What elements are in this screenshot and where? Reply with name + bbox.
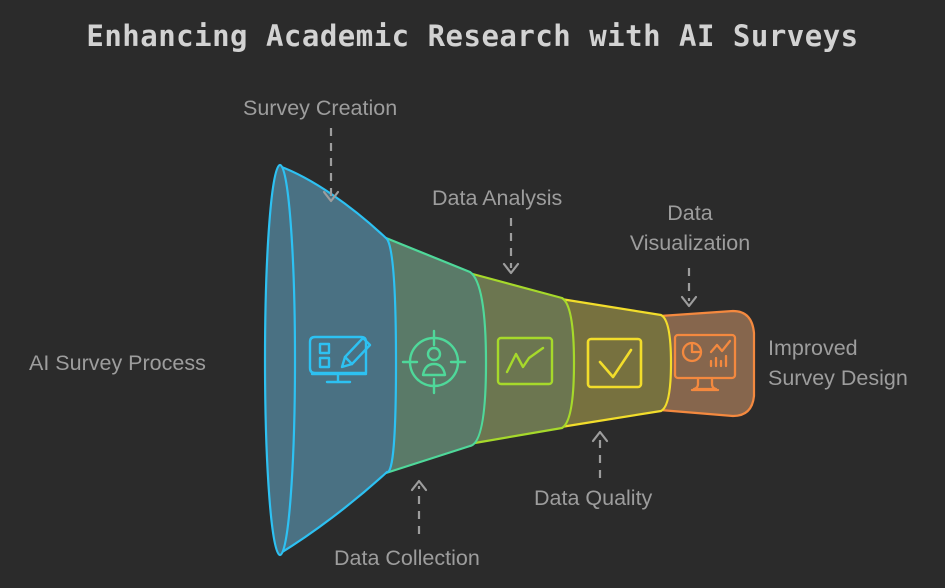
- funnel-segment-data-analysis: [467, 271, 576, 446]
- stage-label-data-collection: Data Collection: [334, 546, 480, 570]
- connector-survey-creation: [322, 128, 340, 203]
- target-person-icon: [401, 329, 467, 395]
- line-chart-icon: [496, 336, 554, 386]
- funnel-output-label-line2: Survey Design: [768, 366, 908, 390]
- funnel-segment-survey-creation: [263, 163, 398, 557]
- stage-label-data-quality: Data Quality: [534, 486, 653, 510]
- page-title: Enhancing Academic Research with AI Surv…: [86, 19, 859, 53]
- connector-data-analysis: [502, 218, 520, 275]
- dashboard-monitor-icon: [673, 333, 737, 392]
- funnel-segment-data-visualization: [658, 309, 756, 418]
- funnel-segment-data-quality: [559, 297, 673, 429]
- connector-data-visualization: [680, 268, 698, 308]
- stage-label-survey-creation: Survey Creation: [243, 96, 398, 120]
- stage-label-data-visualization: Data Visualization: [617, 198, 763, 258]
- stage-label-data-analysis: Data Analysis: [432, 186, 563, 210]
- stage-label-data-visualization-line2: Visualization: [629, 231, 751, 255]
- connector-data-quality: [591, 430, 609, 478]
- stage-label-data-visualization-line1: Data: [667, 201, 713, 225]
- funnel-input-label: AI Survey Process: [29, 351, 206, 375]
- funnel-segment-data-collection: [384, 236, 488, 475]
- funnel-output-label-line1: Improved: [768, 336, 858, 360]
- connector-data-collection: [410, 479, 428, 534]
- monitor-pencil-icon: [308, 335, 372, 384]
- checkmark-icon: [586, 337, 643, 389]
- funnel-output-label: Improved Survey Design: [768, 333, 908, 393]
